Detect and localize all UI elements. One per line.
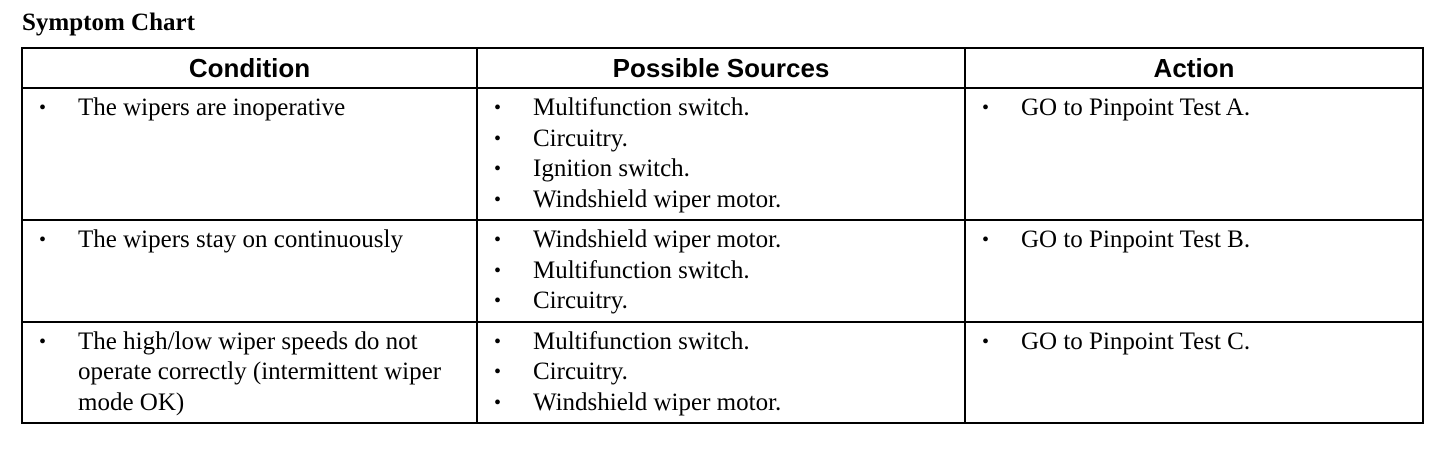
action-text: GO to Pinpoint Test C.	[1021, 327, 1251, 355]
condition-text: The wipers are inoperative	[78, 94, 346, 121]
source-text: Circuitry.	[533, 287, 628, 314]
list-item: • Multifunction switch.	[478, 327, 956, 358]
table-header-row: Condition Possible Sources Action	[21, 47, 1424, 89]
bullet-icon: •	[494, 127, 502, 150]
bullet-icon: •	[494, 330, 502, 353]
condition-text: The high/low wiper speeds do not operate…	[78, 327, 442, 416]
page-title: Symptom Chart	[22, 9, 195, 36]
source-text: Ignition switch.	[533, 155, 690, 182]
source-text: Circuitry.	[533, 124, 628, 152]
list-item: • Windshield wiper motor.	[478, 225, 956, 256]
list-item: • GO to Pinpoint Test C.	[966, 327, 1414, 358]
action-cell: • GO to Pinpoint Test A.	[964, 87, 1424, 221]
bullet-icon: •	[982, 229, 990, 251]
action-cell: • GO to Pinpoint Test C.	[964, 320, 1424, 424]
action-cell: • GO to Pinpoint Test B.	[964, 219, 1424, 323]
list-item: • Windshield wiper motor.	[478, 388, 956, 419]
list-item: • GO to Pinpoint Test A.	[966, 93, 1414, 124]
bullet-icon: •	[39, 97, 47, 119]
source-text: Multifunction switch.	[533, 327, 750, 355]
condition-cell: • The high/low wiper speeds do not operat…	[21, 320, 478, 424]
list-item: • Windshield wiper motor.	[478, 185, 956, 216]
bullet-icon: •	[494, 361, 502, 383]
table-row: • The wipers stay on continuously • Windsh…	[21, 219, 1424, 323]
list-item: • The wipers are inoperative	[23, 93, 468, 124]
bullet-icon: •	[494, 229, 502, 251]
table-row: • The wipers are inoperative • Multifuncti…	[21, 87, 1424, 221]
source-text: Multifunction switch.	[533, 94, 750, 121]
list-item: • Circuitry.	[478, 124, 956, 155]
list-item: • GO to Pinpoint Test B.	[966, 225, 1414, 256]
source-text: Multifunction switch.	[533, 256, 750, 284]
header-possible-sources: Possible Sources	[476, 47, 966, 89]
symptom-chart-table: Condition Possible Sources Action • The w…	[21, 47, 1424, 424]
action-text: GO to Pinpoint Test B.	[1021, 226, 1251, 253]
table-row: • The high/low wiper speeds do not operat…	[21, 320, 1424, 424]
bullet-icon: •	[982, 330, 990, 353]
source-text: Windshield wiper motor.	[533, 388, 782, 416]
condition-cell: • The wipers stay on continuously	[21, 219, 478, 323]
action-text: GO to Pinpoint Test A.	[1021, 94, 1251, 121]
bullet-icon: •	[982, 97, 990, 119]
list-item: • Circuitry.	[478, 357, 956, 388]
source-text: Windshield wiper motor.	[533, 185, 782, 213]
bullet-icon: •	[494, 158, 502, 180]
condition-cell: • The wipers are inoperative	[21, 87, 478, 221]
sources-cell: • Multifunction switch. • Circuitry. • Igni…	[476, 87, 966, 221]
bullet-icon: •	[494, 290, 502, 312]
list-item: • The wipers stay on continuously	[23, 225, 468, 256]
bullet-icon: •	[39, 330, 47, 353]
list-item: • Circuitry.	[478, 286, 956, 317]
header-condition: Condition	[21, 47, 478, 89]
header-action: Action	[964, 47, 1424, 89]
source-text: Circuitry.	[533, 358, 628, 385]
bullet-icon: •	[494, 259, 502, 282]
list-item: • Multifunction switch.	[478, 256, 956, 287]
sources-cell: • Multifunction switch. • Circuitry. • Wind…	[476, 320, 966, 424]
source-text: Windshield wiper motor.	[533, 226, 782, 253]
list-item: • Ignition switch.	[478, 154, 956, 185]
bullet-icon: •	[494, 97, 502, 119]
condition-text: The wipers stay on continuously	[78, 226, 403, 253]
list-item: • Multifunction switch.	[478, 93, 956, 124]
list-item: • The high/low wiper speeds do not operat…	[23, 327, 468, 419]
sources-cell: • Windshield wiper motor. • Multifunction …	[476, 219, 966, 323]
bullet-icon: •	[494, 391, 502, 414]
bullet-icon: •	[39, 229, 47, 251]
bullet-icon: •	[494, 188, 502, 211]
